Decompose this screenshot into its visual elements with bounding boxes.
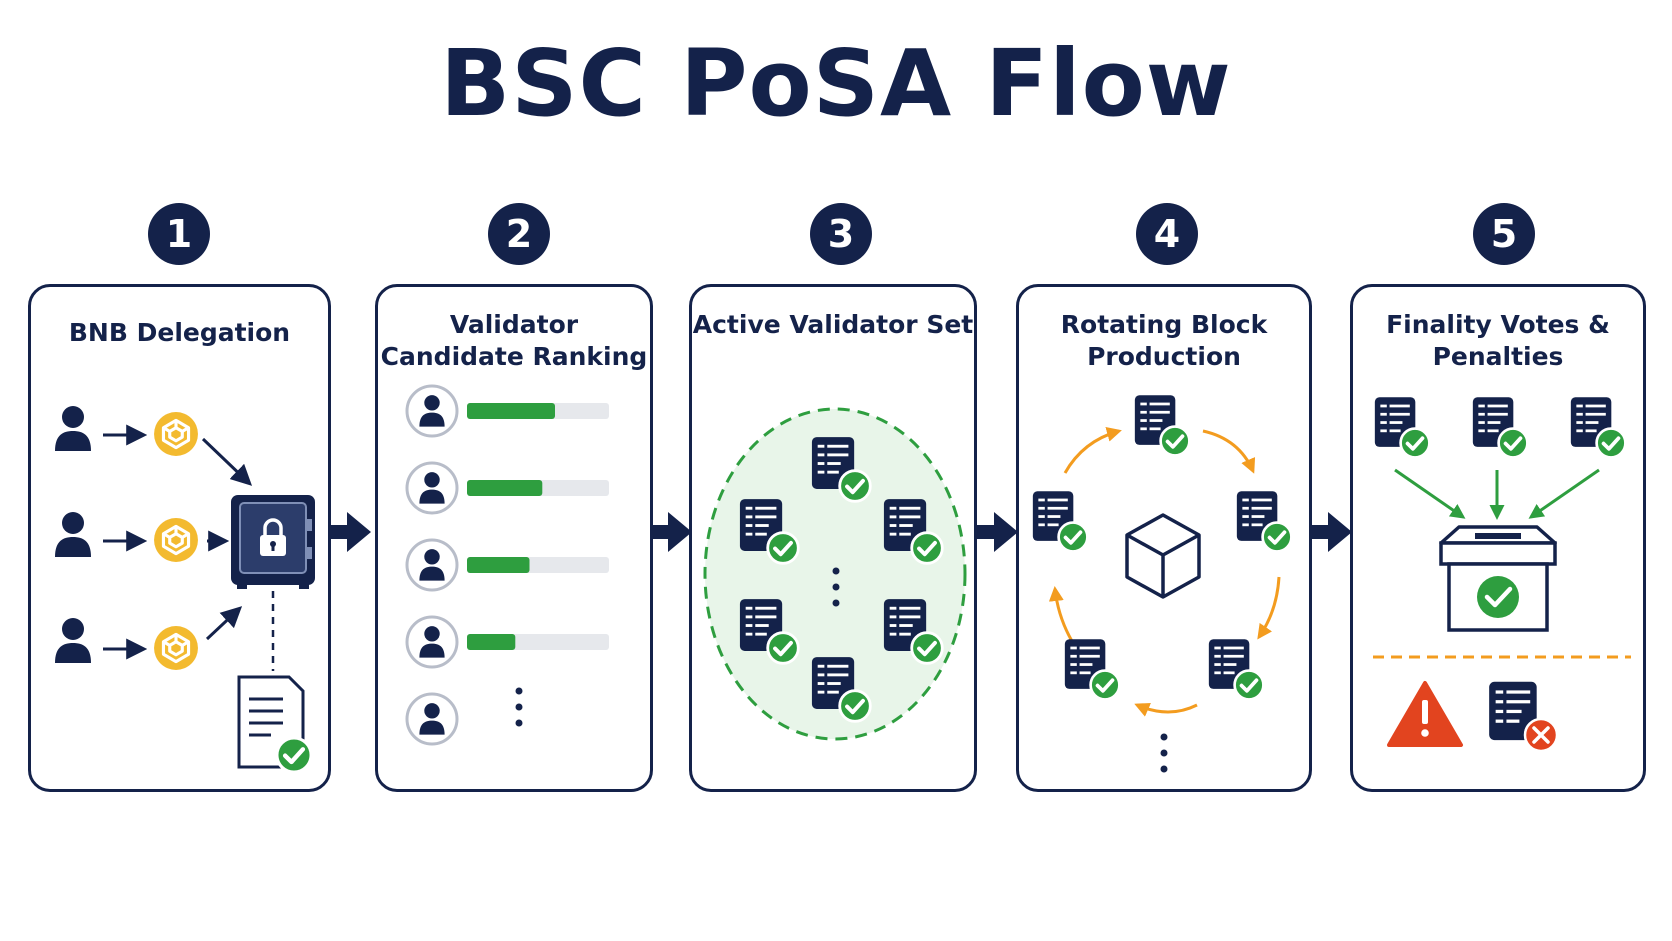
delegator-row-1 [55, 406, 199, 457]
delegator-row-3 [55, 618, 199, 671]
finality-art [1373, 397, 1631, 753]
more-candidates-ellipsis [515, 687, 523, 727]
candidate-avatar-3 [405, 538, 459, 592]
delegator-row-2 [55, 512, 230, 563]
panel-rotating-block-production: Rotating Block Production [1016, 284, 1312, 792]
diagram-title: BSC PoSA Flow [440, 30, 1232, 137]
panel-candidate-ranking: Validator Candidate Ranking [375, 284, 653, 792]
connector-arrow-1 [329, 512, 371, 552]
producer-validator-5 [1208, 639, 1265, 701]
candidate-avatar-1 [405, 384, 459, 438]
slashed-validator-icon [1489, 681, 1559, 753]
producer-validator-3 [1236, 491, 1293, 553]
warning-icon [1387, 681, 1463, 747]
ranking-bar-fill [467, 557, 530, 573]
panel-title: Finality Votes & Penalties [1386, 310, 1610, 371]
panel-title: Rotating Block Production [1060, 310, 1268, 371]
more-validators-ellipsis [832, 567, 840, 607]
vault-icon [231, 495, 315, 589]
bnb-coin-icon [153, 411, 199, 457]
producer-validator-2 [1032, 491, 1089, 553]
candidate-avatar-4 [405, 615, 459, 669]
panel-title: BNB Delegation [68, 318, 291, 347]
producer-validator-4 [1064, 639, 1121, 701]
validator-set-art [703, 407, 967, 741]
more-producers-ellipsis [1160, 733, 1168, 773]
delegation-art [55, 406, 315, 795]
candidate-avatar-2 [405, 461, 459, 515]
step-number-4: 4 [1136, 203, 1198, 265]
step-number-1: 1 [148, 203, 210, 265]
document-check-icon [237, 675, 311, 772]
candidate-avatar-5 [405, 692, 459, 746]
connector-arrow-3 [976, 512, 1018, 552]
block-cube-icon [1125, 513, 1201, 599]
person-icon [55, 406, 91, 451]
ranking-art [405, 384, 609, 746]
ranking-bar-fill [467, 480, 543, 496]
bnb-coin-icon [153, 517, 199, 563]
panel-title: Validator Candidate Ranking [380, 310, 648, 371]
person-icon [55, 618, 91, 663]
rotation-art [1032, 395, 1293, 773]
panel-active-validator-set: Active Validator Set [689, 284, 977, 792]
step-number-3: 3 [810, 203, 872, 265]
bnb-coin-icon [153, 625, 199, 671]
voter-validator-2 [1472, 397, 1529, 459]
ranking-bar-fill [467, 634, 516, 650]
voter-validator-3 [1570, 397, 1627, 459]
producer-validator-1 [1134, 395, 1191, 457]
connector-arrow-4 [1310, 512, 1352, 552]
panel-title: Active Validator Set [692, 310, 974, 339]
ballot-box-icon [1439, 525, 1557, 632]
ranking-bar-fill [467, 403, 555, 419]
voter-validator-1 [1374, 397, 1431, 459]
person-icon [55, 512, 91, 557]
vote-arrows [1394, 468, 1600, 520]
step-number-5: 5 [1473, 203, 1535, 265]
step-number-2: 2 [488, 203, 550, 265]
connector-arrow-2 [650, 512, 692, 552]
panel-bnb-delegation: BNB Delegation [28, 284, 331, 792]
panel-finality-votes-penalties: Finality Votes & Penalties [1350, 284, 1646, 792]
